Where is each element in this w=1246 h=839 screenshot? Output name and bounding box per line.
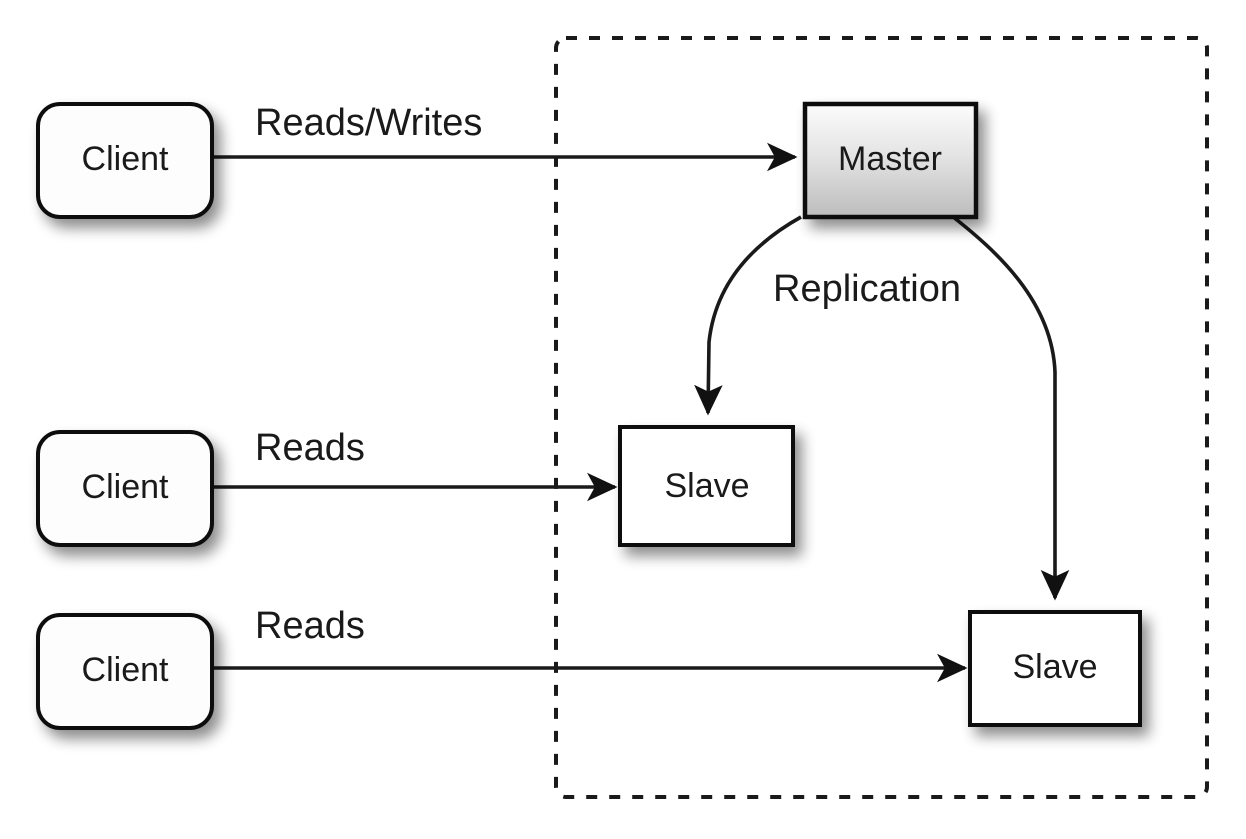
edge-master-to-slave2	[950, 214, 1070, 601]
node-slave-1[interactable]: Slave	[618, 425, 795, 547]
node-client-3[interactable]: Client	[36, 613, 214, 730]
node-client-2[interactable]: Client	[36, 430, 214, 547]
client-2-shape	[36, 430, 214, 547]
node-master[interactable]: Master	[802, 101, 979, 220]
client-1-shape	[36, 102, 214, 219]
database-cluster-boundary	[554, 36, 1209, 799]
client-1-label: Client	[82, 140, 169, 178]
client-2-label: Client	[82, 468, 169, 506]
edge-label-reads-slave2: Reads	[255, 605, 365, 647]
master-label: Master	[838, 140, 942, 178]
edge-label-reads-writes: Reads/Writes	[255, 102, 482, 144]
slave-2-shape	[968, 610, 1142, 727]
edge-master-to-slave1	[694, 215, 802, 416]
client-3-label: Client	[82, 651, 169, 689]
slave-1-label: Slave	[664, 467, 749, 505]
slave-2-label: Slave	[1012, 648, 1097, 686]
edge-label-reads-slave1: Reads	[255, 427, 365, 469]
edge-label-replication: Replication	[773, 268, 961, 310]
slave-1-shape	[618, 425, 795, 547]
node-client-1[interactable]: Client	[36, 102, 214, 219]
client-3-shape	[36, 613, 214, 730]
node-slave-2[interactable]: Slave	[968, 610, 1142, 727]
master-shape	[802, 101, 979, 220]
